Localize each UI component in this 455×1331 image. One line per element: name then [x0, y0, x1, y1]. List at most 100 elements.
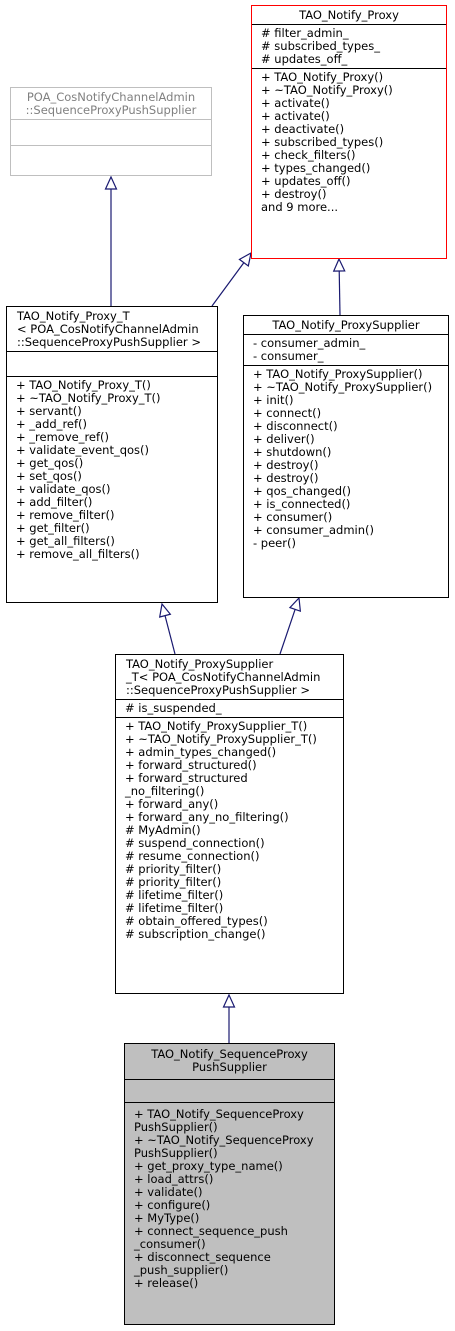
method: + destroy() — [253, 471, 319, 485]
inheritance-arrowhead — [104, 175, 118, 190]
method: + ~TAO_Notify_Proxy() — [261, 83, 393, 97]
inheritance-edge — [279, 609, 296, 655]
method: # suspend_connection() — [125, 836, 265, 850]
method: + MyType() — [134, 1211, 200, 1225]
method: # lifetime_filter() — [125, 901, 224, 915]
attribute: - consumer_admin_ — [253, 336, 366, 350]
class-title-line: _T< POA_CosNotifyChannelAdmin — [126, 670, 321, 684]
class-title-line: TAO_Notify_Proxy — [299, 8, 399, 22]
inheritance-arrowhead — [158, 602, 172, 618]
class-title-line: ::SequenceProxyPushSupplier — [25, 103, 197, 117]
method: + ~TAO_Notify_SequenceProxy — [134, 1133, 314, 1147]
more-members-link[interactable]: and 9 more... — [261, 200, 339, 214]
class-methods: + TAO_Notify_ProxySupplier_T() + ~TAO_No… — [116, 717, 343, 943]
inheritance-edge — [164, 615, 176, 655]
method: + TAO_Notify_Proxy() — [261, 70, 384, 84]
method: # MyAdmin() — [125, 823, 201, 837]
method: + validate_qos() — [16, 482, 111, 496]
method: + consumer_admin() — [253, 523, 374, 537]
method: + _remove_ref() — [16, 430, 110, 444]
class-title: TAO_Notify_ProxySupplier — [244, 316, 448, 334]
method: + forward_structured() — [125, 758, 257, 772]
method: + updates_off() — [261, 174, 351, 188]
method: + shutdown() — [253, 445, 332, 459]
class-attributes: # is_suspended_ — [116, 699, 343, 717]
class-methods: + TAO_Notify_Proxy_T() + ~TAO_Notify_Pro… — [7, 376, 217, 563]
inheritance-edges — [104, 175, 346, 1043]
class-attributes — [11, 119, 211, 145]
inheritance-arrowhead — [238, 251, 252, 267]
class-attributes — [125, 1079, 334, 1102]
method: + subscribed_types() — [261, 135, 384, 149]
method: + activate() — [261, 109, 330, 123]
class-title-line: < POA_CosNotifyChannelAdmin — [17, 322, 199, 336]
class-title-line: TAO_Notify_ProxySupplier — [272, 318, 420, 332]
class-title-line: TAO_Notify_Proxy_T — [17, 309, 130, 323]
method: + admin_types_changed() — [125, 745, 277, 759]
class-poa-sequence-proxy-push-supplier: POA_CosNotifyChannelAdmin ::SequenceProx… — [10, 87, 212, 176]
inheritance-edge — [338, 270, 341, 316]
method: + ~TAO_Notify_Proxy_T() — [16, 391, 161, 405]
class-tao-notify-proxy-t[interactable]: TAO_Notify_Proxy_T < POA_CosNotifyChanne… — [6, 306, 218, 603]
method: - peer() — [253, 536, 296, 550]
class-title: TAO_Notify_Proxy — [252, 6, 446, 24]
method: _no_filtering() — [125, 784, 205, 798]
class-title: TAO_Notify_ProxySupplier _T< POA_CosNoti… — [116, 655, 343, 699]
method: + qos_changed() — [253, 484, 351, 498]
inheritance-arrowhead — [332, 257, 346, 272]
method: # subscription_change() — [125, 927, 266, 941]
method: + validate_event_qos() — [16, 443, 150, 457]
method: + forward_any_no_filtering() — [125, 810, 289, 824]
method: + servant() — [16, 404, 82, 418]
inheritance-arrowhead — [288, 596, 302, 612]
method: + set_qos() — [16, 469, 82, 483]
class-methods — [11, 145, 211, 171]
class-title-line: PushSupplier — [192, 1060, 267, 1074]
method: + connect_sequence_push — [134, 1224, 288, 1238]
method: # priority_filter() — [125, 875, 222, 889]
method: + check_filters() — [261, 148, 356, 162]
method: + ~TAO_Notify_ProxySupplier_T() — [125, 732, 317, 746]
method: + destroy() — [261, 187, 327, 201]
method: PushSupplier() — [134, 1120, 218, 1134]
attribute: # updates_off_ — [261, 52, 348, 66]
class-title-line: TAO_Notify_SequenceProxy — [151, 1047, 308, 1061]
method: + disconnect() — [253, 419, 338, 433]
class-attributes — [7, 351, 217, 376]
method: + types_changed() — [261, 161, 371, 175]
method: # lifetime_filter() — [125, 888, 224, 902]
method: + validate() — [134, 1185, 203, 1199]
method: + add_filter() — [16, 495, 93, 509]
method: _consumer() — [134, 1237, 206, 1251]
method: + get_filter() — [16, 521, 90, 535]
attribute: # subscribed_types_ — [261, 39, 380, 53]
class-title: TAO_Notify_Proxy_T < POA_CosNotifyChanne… — [7, 307, 217, 351]
method: + activate() — [261, 96, 330, 110]
inheritance-arrowhead — [222, 993, 236, 1008]
class-attributes: - consumer_admin_ - consumer_ — [244, 334, 448, 365]
method: + TAO_Notify_ProxySupplier() — [253, 367, 423, 381]
method: _push_supplier() — [134, 1263, 229, 1277]
method: + is_connected() — [253, 497, 351, 511]
class-attributes: # filter_admin_ # subscribed_types_ # up… — [252, 24, 446, 68]
class-tao-notify-proxysupplier[interactable]: TAO_Notify_ProxySupplier - consumer_admi… — [243, 315, 449, 598]
class-tao-notify-proxy[interactable]: TAO_Notify_Proxy # filter_admin_ # subsc… — [251, 5, 447, 259]
method: + release() — [134, 1276, 199, 1290]
class-methods: + TAO_Notify_SequenceProxy PushSupplier(… — [125, 1102, 334, 1292]
method: + forward_structured — [125, 771, 248, 785]
attribute: # is_suspended_ — [125, 701, 222, 715]
attribute: - consumer_ — [253, 349, 324, 363]
method: + destroy() — [253, 458, 319, 472]
method: # priority_filter() — [125, 862, 222, 876]
class-title: TAO_Notify_SequenceProxy PushSupplier — [125, 1044, 334, 1079]
class-title-line: POA_CosNotifyChannelAdmin — [26, 90, 196, 104]
method: + configure() — [134, 1198, 211, 1212]
method: + consumer() — [253, 510, 333, 524]
method: + TAO_Notify_SequenceProxy — [134, 1107, 304, 1121]
method: + remove_filter() — [16, 508, 115, 522]
method: + connect() — [253, 406, 322, 420]
class-tao-notify-proxysupplier-t[interactable]: TAO_Notify_ProxySupplier _T< POA_CosNoti… — [115, 654, 344, 994]
method: + remove_all_filters() — [16, 547, 140, 561]
class-title-line: ::SequenceProxyPushSupplier > — [17, 335, 201, 349]
